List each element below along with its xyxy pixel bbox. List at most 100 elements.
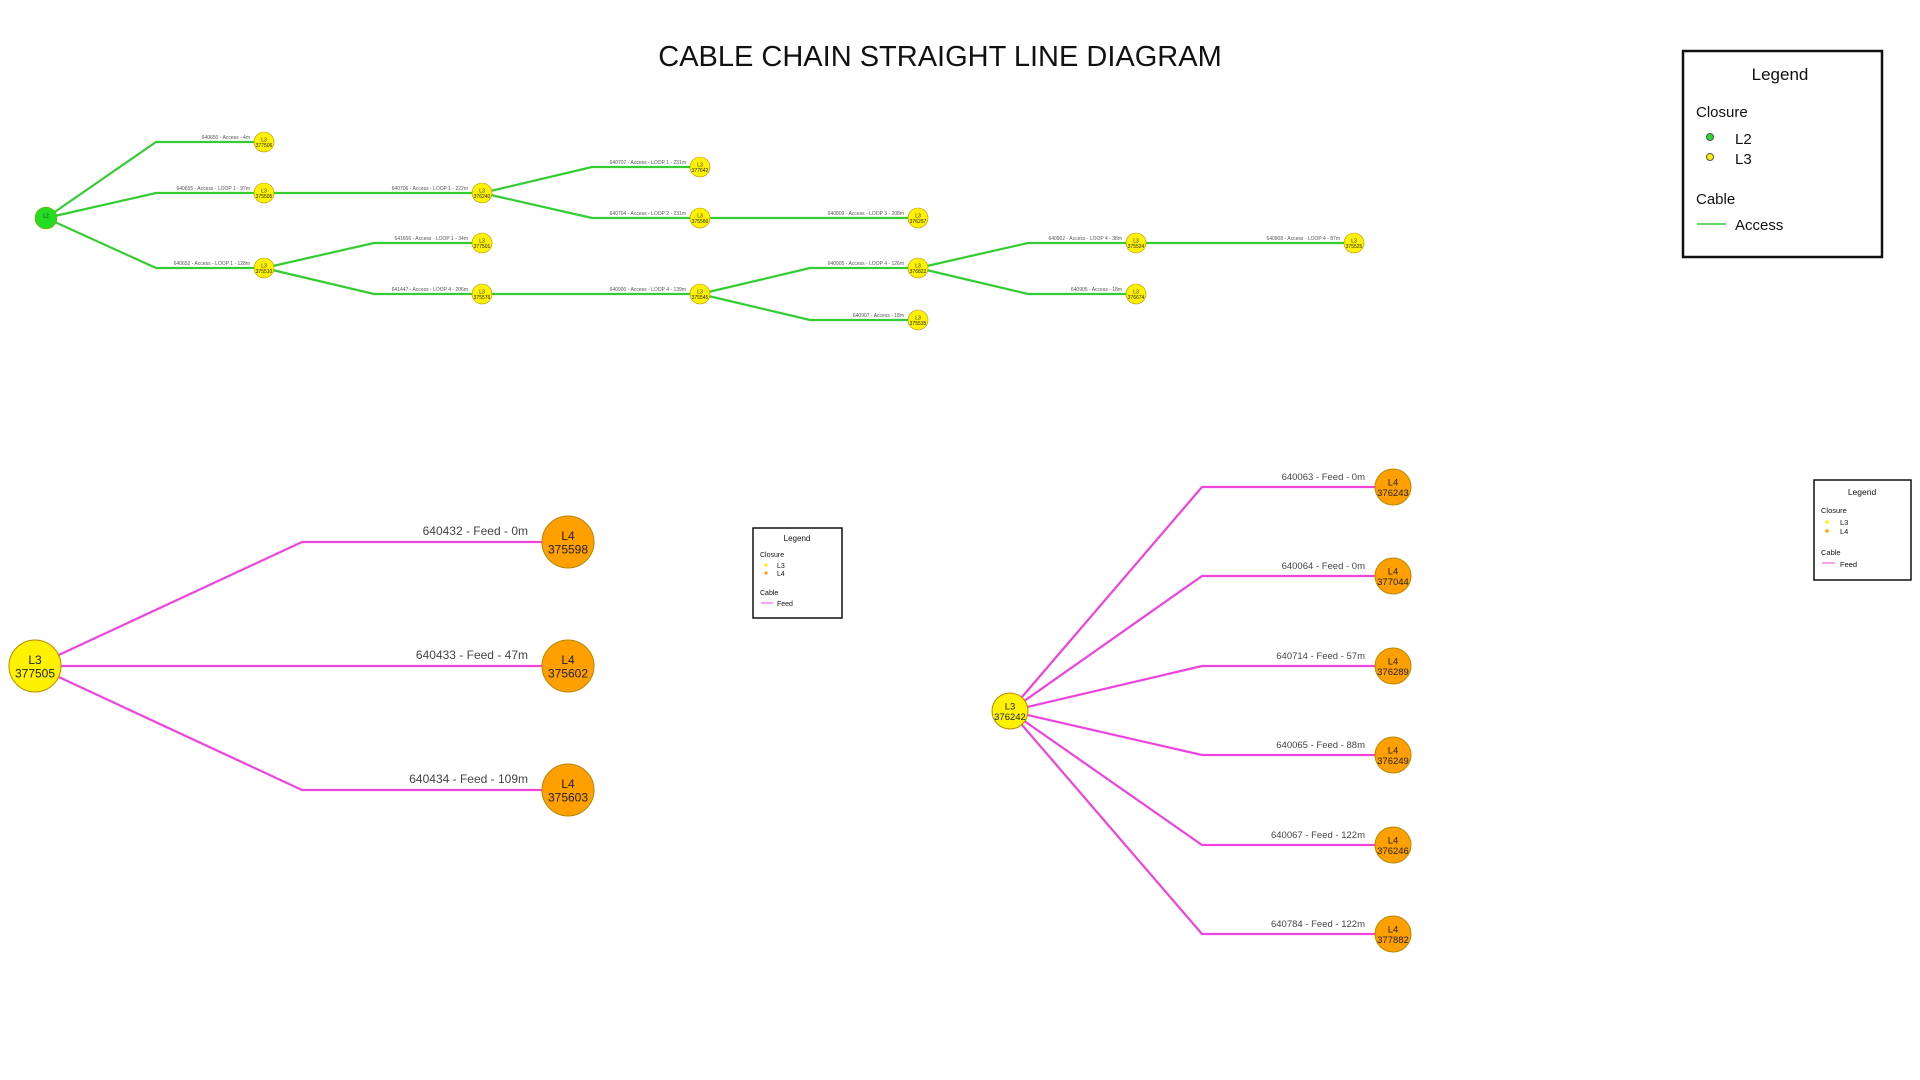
access-cable-label: 640908 - Access - LOOP 4 - 87m [1266,236,1340,242]
legend-small-1-cable-heading: Cable [760,590,778,597]
access-cable-line [917,241,1136,270]
feed-cable-tree-2: 640063 - Feed - 0m 640064 - Feed - 0m 6407… [991,468,1412,953]
closure-node-level: L4 [561,653,575,667]
closure-node-level: L3 [697,162,703,168]
closure-node-level: L3 [479,238,485,244]
access-cable-label: 640706 - Access - LOOP 1 - 222m [392,186,468,192]
closure-node-level: L4 [1388,925,1399,936]
closure-node-circle [541,763,595,817]
access-cable-line [699,292,918,322]
feed-cable-label: 640065 - Feed - 88m [1276,740,1365,751]
closure-node-circle [1343,232,1365,254]
feed-cable: 640433 - Feed - 47m [35,648,568,668]
access-cable-label: 640809 - Access - LOOP 3 - 208m [828,211,904,217]
closure-node-circle [471,232,493,254]
access-cable: 640809 - Access - LOOP 3 - 208m [700,211,918,220]
legend-small-2-cable-item-feed: Feed [1840,560,1857,569]
access-cable-label: 640652 - Access - LOOP 1 - 128m [174,261,250,267]
closure-node-circle [689,156,711,178]
closure-node-id: 376822 [910,269,927,275]
feed-cable-line [34,665,568,792]
closure-node-level: L3 [261,188,267,194]
closure-node-circle [689,207,711,229]
feed-cable-line [1009,664,1393,713]
access-cable-line [45,191,264,220]
closure-node-level: L4 [1388,836,1399,847]
feed-cable: 640784 - Feed - 122m [1009,710,1393,936]
closure-node-id: 376257 [910,219,927,225]
access-cable: 640704 - Access - LOOP 2 - 231m [481,191,700,220]
closure-node-circle [907,309,929,331]
feed-cable-label: 640064 - Feed - 0m [1282,561,1366,572]
access-cable-line [45,216,264,270]
closure-node-circle [1125,232,1147,254]
legend-main-frame [1681,49,1884,259]
closure-node-circle [1374,826,1412,864]
access-cable: 640706 - Access - LOOP 1 - 222m [264,186,482,195]
feed-cable-label: 640432 - Feed - 0m [423,524,528,538]
closure-node-level: L4 [1388,567,1399,578]
closure-node-level: L3 [479,289,485,295]
access-cable-line [263,241,482,270]
closure-node-level: L3 [1133,289,1139,295]
access-cable-label: 640655 - Access - LOOP 1 - 97m [176,186,250,192]
access-cable-line [481,165,700,195]
closure-node-level: L4 [561,777,575,791]
closure-node-id: 377882 [1377,935,1409,946]
closure-node-id: 375505 [256,194,273,200]
feed-cable: 640067 - Feed - 122m [1009,710,1393,847]
closure-node-id: 375603 [548,790,588,804]
closure-node-id: 376246 [1377,846,1409,857]
closure-node-id: 377505 [15,666,55,680]
legend-main-cable-item-access: Access [1735,217,1783,234]
feed-cable-line [1009,710,1393,936]
feed-cable-label: 640433 - Feed - 47m [416,648,528,662]
legend-small-2-closure-heading: Closure [1821,506,1847,515]
access-cable: 640902 - Access - LOOP 4 - 38m [917,236,1136,270]
closure-node-level: L3 [1005,702,1016,713]
closure-node-circle [8,639,62,693]
closure-node-level: L3 [697,289,703,295]
diagram-title: CABLE CHAIN STRAIGHT LINE DIAGRAM [658,41,1221,73]
feed-cable-label: 640063 - Feed - 0m [1282,472,1366,483]
access-cable-label: 640704 - Access - LOOP 2 - 231m [610,211,686,217]
closure-node-level: L3 [28,653,42,667]
closure-node-circle [907,207,929,229]
feed-cable-label: 640714 - Feed - 57m [1276,651,1365,662]
closure-node-level: L4 [1388,478,1399,489]
legend-small-2-l4-marker [1825,529,1829,533]
feed-cable-line [1009,574,1393,712]
closure-node-circle [1125,283,1147,305]
access-cable-label: 640900 - Access - LOOP 4 - 139m [610,287,686,293]
closure-node-circle [541,639,595,693]
access-cable: 640908 - Access - LOOP 4 - 87m [1136,236,1354,245]
access-cable-label: 640905 - Access - 18m [1071,287,1122,293]
closure-node-id: 375545 [692,295,709,301]
closure-node-id: 376674 [1128,295,1145,301]
legend-small-2-closure-item-l3: L3 [1840,518,1848,527]
closure-node-id: 377642 [692,168,709,174]
closure-node-circle [253,131,275,153]
access-cable-label: 640905 - Access - LOOP 4 - 126m [828,261,904,267]
access-cable-line [917,266,1136,296]
access-cable-label: 640707 - Access - LOOP 1 - 231m [610,160,686,166]
legend-main-l2-marker [1706,133,1714,141]
closure-node-id: 375524 [1128,244,1145,250]
feed-cable-line [34,540,568,667]
